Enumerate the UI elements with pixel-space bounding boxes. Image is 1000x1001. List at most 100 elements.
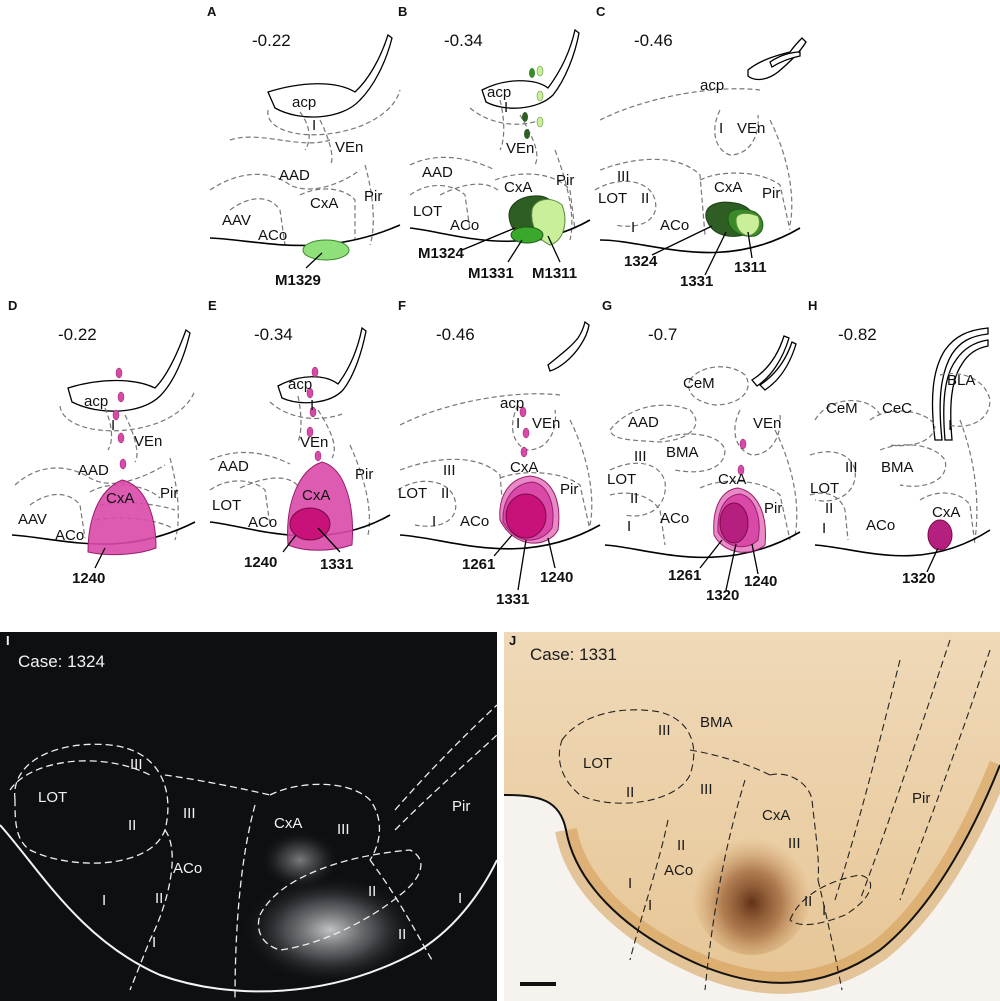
coord-g: -0.7 bbox=[648, 325, 677, 344]
region-label: CxA bbox=[762, 807, 790, 824]
region-label: ACo bbox=[660, 217, 689, 234]
region-label: ACo bbox=[248, 514, 277, 531]
region-label: acp bbox=[500, 395, 524, 412]
photo-panel-j: J Case: 1331 BMA III LOT II III CxA Pir … bbox=[504, 632, 1000, 1001]
injection-track-dot bbox=[536, 90, 544, 102]
region-label: CeM bbox=[683, 375, 715, 392]
region-label: ACo bbox=[450, 217, 479, 234]
region-label: Pir bbox=[560, 481, 578, 498]
region-label: Pir bbox=[912, 790, 930, 807]
region-label: I bbox=[432, 513, 436, 530]
region-label: ACo bbox=[660, 510, 689, 527]
region-label: BLA bbox=[947, 372, 975, 389]
injection-track-dot bbox=[739, 438, 747, 450]
region-label: AAD bbox=[78, 462, 109, 479]
stria-tract bbox=[751, 335, 790, 387]
injection-track-dot bbox=[117, 432, 125, 444]
region-label: CxA bbox=[714, 179, 742, 196]
region-label: I bbox=[631, 219, 635, 236]
region-label: VEn bbox=[532, 415, 560, 432]
region-label: III bbox=[658, 722, 671, 739]
panel-letter-b: B bbox=[398, 4, 407, 19]
brain-edge-j bbox=[504, 764, 1000, 984]
region-label: III bbox=[634, 448, 647, 465]
region-label: LOT bbox=[583, 755, 612, 772]
region-label: CxA bbox=[310, 195, 338, 212]
photo-panel-i: I Case: 1324 III LOT II III CxA III Pir … bbox=[0, 632, 497, 1001]
region-label: VEn bbox=[506, 140, 534, 157]
panel-letter-g: G bbox=[602, 298, 612, 313]
injection-track-dot bbox=[117, 391, 125, 403]
case-label: 1240 bbox=[72, 570, 105, 587]
region-label: I bbox=[102, 892, 106, 909]
coord-f: -0.46 bbox=[436, 325, 475, 344]
region-label: LOT bbox=[398, 485, 427, 502]
region-label: ACo bbox=[55, 527, 84, 544]
region-label: Pir bbox=[355, 466, 373, 483]
region-label: I bbox=[458, 890, 462, 907]
panel-letter-a: A bbox=[207, 4, 217, 19]
scale-bar bbox=[520, 982, 556, 986]
coord-b: -0.34 bbox=[444, 31, 483, 50]
region-label: I bbox=[648, 897, 652, 914]
case-label: 1240 bbox=[540, 569, 573, 586]
region-label: II bbox=[825, 500, 833, 517]
region-label: acp bbox=[288, 376, 312, 393]
region-label: acp bbox=[292, 94, 316, 111]
region-label: III bbox=[700, 781, 713, 798]
case-label: 1320 bbox=[902, 570, 935, 587]
region-label: Pir bbox=[762, 185, 780, 202]
fluorescent-signal bbox=[260, 830, 340, 890]
region-label: II bbox=[804, 893, 812, 910]
region-label: I bbox=[310, 397, 314, 414]
tracer-stain bbox=[692, 825, 812, 955]
panel-f: F -0.46 acp I VEn III LOT II I CxA Pir A… bbox=[397, 298, 601, 608]
injection-track-dot bbox=[119, 458, 127, 470]
region-label: II bbox=[626, 784, 634, 801]
region-label: II bbox=[441, 485, 449, 502]
injection-track-dot bbox=[309, 406, 317, 418]
case-label: 1240 bbox=[244, 554, 277, 571]
injection-track-dot bbox=[311, 366, 319, 378]
region-label: LOT bbox=[810, 480, 839, 497]
region-label: LOT bbox=[607, 471, 636, 488]
case-label-j: Case: 1331 bbox=[530, 645, 617, 664]
region-label: CxA bbox=[106, 490, 134, 507]
injection-site-1331 bbox=[289, 507, 331, 541]
panel-letter-f: F bbox=[398, 298, 406, 313]
injection-site-1240 bbox=[87, 479, 157, 556]
case-label-i: Case: 1324 bbox=[18, 652, 105, 671]
case-label: 1311 bbox=[734, 259, 767, 276]
case-label: M1324 bbox=[418, 245, 465, 262]
region-label: LOT bbox=[413, 203, 442, 220]
anterior-commissure bbox=[277, 326, 367, 404]
injection-site-1320 bbox=[719, 502, 749, 544]
region-label: I bbox=[504, 99, 508, 116]
region-label: VEn bbox=[753, 415, 781, 432]
region-label: II bbox=[368, 883, 376, 900]
region-label: ACo bbox=[173, 860, 202, 877]
region-label: CeC bbox=[882, 400, 912, 417]
case-label: M1311 bbox=[532, 265, 577, 282]
panel-b: B -0.34 acp I VEn AAD CxA Pir LOT ACo M1 bbox=[398, 4, 591, 282]
case-label: 1331 bbox=[496, 591, 529, 608]
injection-track-dot bbox=[519, 406, 527, 418]
coord-c: -0.46 bbox=[634, 31, 673, 50]
case-label: 1320 bbox=[706, 587, 739, 604]
region-label: I bbox=[516, 415, 520, 432]
region-label: I bbox=[312, 117, 316, 134]
region-label: I bbox=[948, 417, 952, 434]
region-label: III bbox=[788, 835, 801, 852]
stria-tract bbox=[931, 327, 989, 441]
coord-e: -0.34 bbox=[254, 325, 293, 344]
region-label: III bbox=[183, 805, 196, 822]
region-label: ACo bbox=[258, 227, 287, 244]
region-label: III bbox=[130, 756, 143, 773]
coord-d: -0.22 bbox=[58, 325, 97, 344]
anterior-commissure bbox=[267, 33, 393, 118]
region-label: BMA bbox=[700, 714, 733, 731]
injection-site-m1329 bbox=[302, 239, 350, 261]
injection-track-dot bbox=[536, 116, 544, 128]
region-label: LOT bbox=[38, 789, 67, 806]
